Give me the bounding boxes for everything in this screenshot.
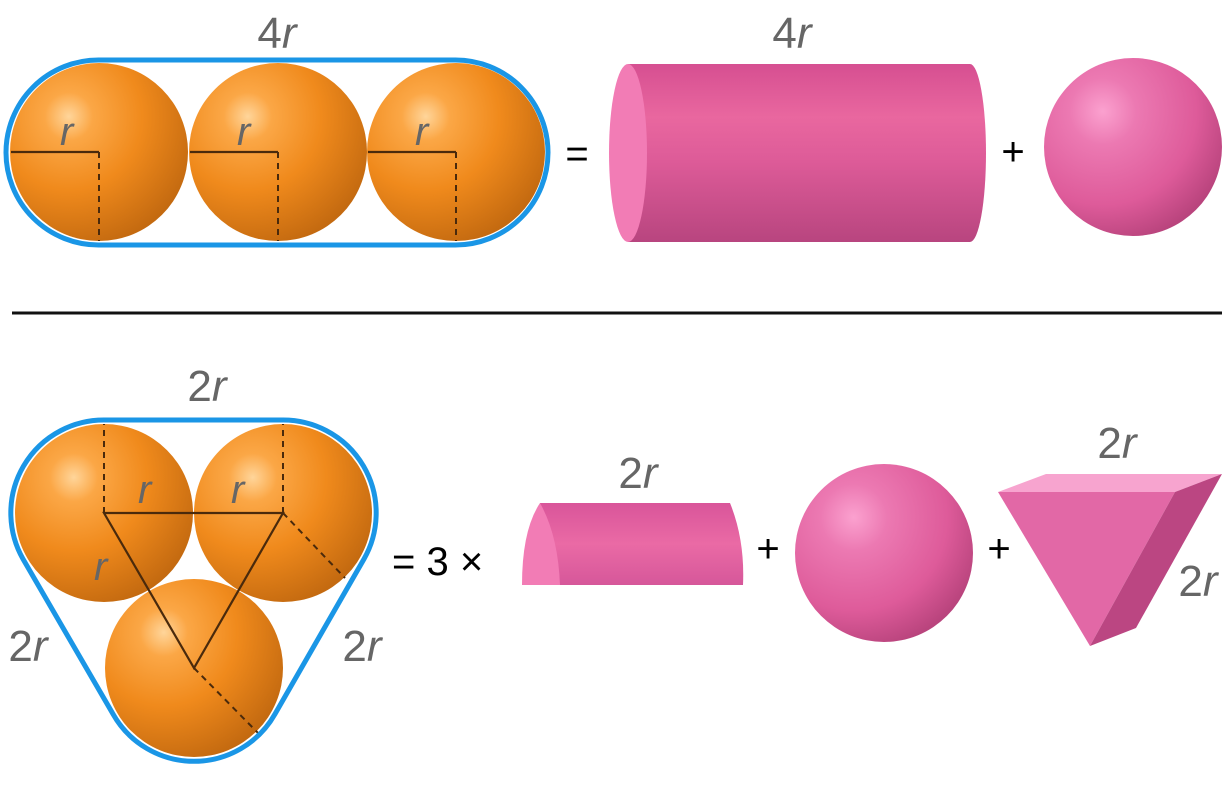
triangle-radius-label-3: r bbox=[94, 545, 109, 589]
cylinder-length-label: 4r bbox=[772, 9, 813, 58]
equals-times-three: = 3 × bbox=[392, 540, 483, 584]
pink-sphere-top bbox=[1044, 58, 1222, 236]
top-sphere-group: r r r 4r bbox=[3, 9, 551, 248]
top-plus-sign: + bbox=[1001, 130, 1024, 174]
triangle-radius-label-1: r bbox=[138, 468, 153, 512]
half-cylinder-length-label: 2r bbox=[618, 449, 659, 498]
radius-label-3: r bbox=[415, 110, 430, 154]
prism-front-face bbox=[998, 492, 1175, 646]
radius-label-2: r bbox=[237, 110, 252, 154]
bottom-left-side-label: 2r bbox=[8, 622, 49, 671]
radius-label-1: r bbox=[60, 110, 75, 154]
prism-top-face bbox=[998, 474, 1222, 492]
triangular-prism bbox=[998, 474, 1222, 646]
bottom-plus-sign-1: + bbox=[756, 527, 779, 571]
triangle-radius-label-2: r bbox=[231, 468, 246, 512]
prism-side-face bbox=[1090, 474, 1222, 646]
center-triangle bbox=[102, 511, 285, 671]
top-capsule-outline bbox=[3, 57, 551, 248]
bottom-plus-sign-2: + bbox=[987, 527, 1010, 571]
top-equals-sign: = bbox=[565, 132, 588, 176]
radius-dash-7 bbox=[193, 667, 260, 735]
bottom-rounded-triangle-outline bbox=[8, 417, 379, 764]
bottom-sphere-group: r r r 2r 2r 2r bbox=[8, 362, 384, 764]
prism-top-label: 2r bbox=[1097, 419, 1138, 468]
half-cylinder bbox=[522, 503, 744, 585]
group-length-label: 4r bbox=[257, 9, 298, 58]
prism-side-label: 2r bbox=[1178, 557, 1219, 606]
bottom-top-side-label: 2r bbox=[187, 362, 228, 411]
cylinder bbox=[609, 64, 986, 242]
bottom-right-side-label: 2r bbox=[342, 622, 383, 671]
radius-dash-6 bbox=[282, 512, 346, 579]
pink-sphere-bottom bbox=[795, 464, 973, 642]
cylinder-end-cap bbox=[609, 64, 647, 242]
half-cylinder-end-cap bbox=[522, 503, 560, 585]
